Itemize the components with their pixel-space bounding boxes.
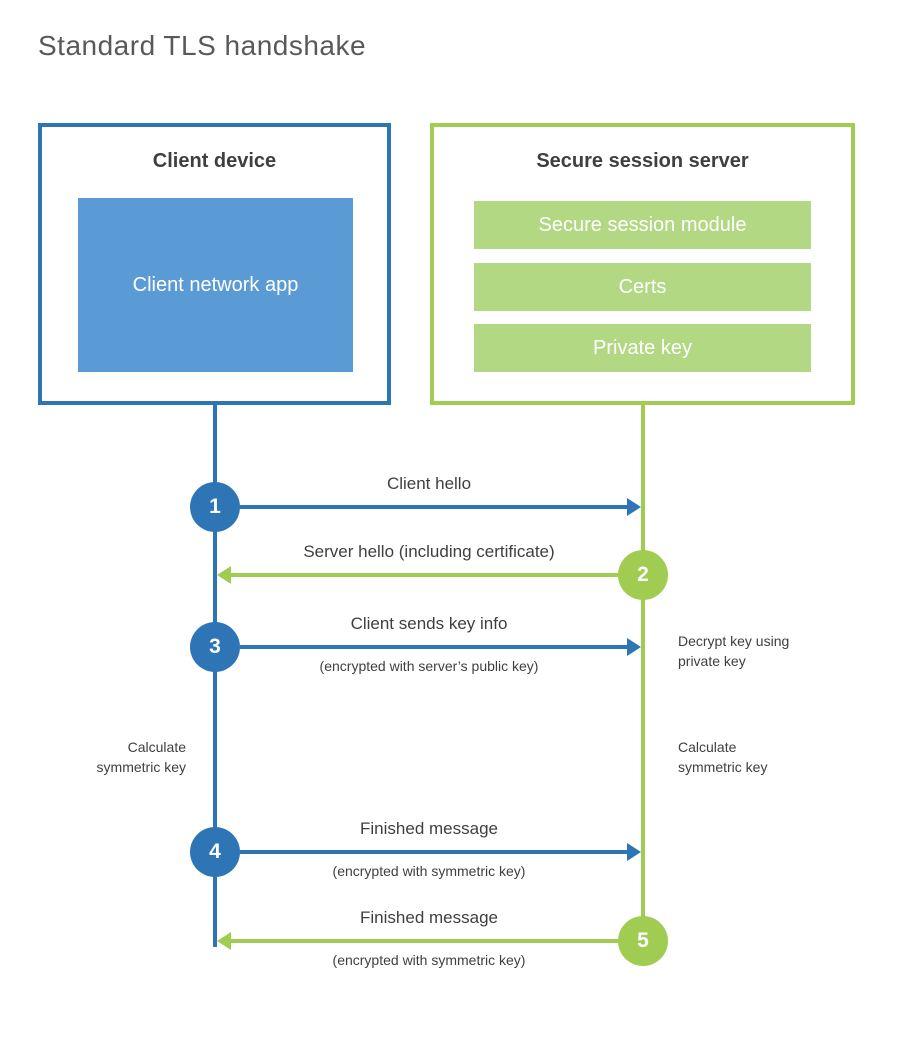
- step-4-label: Finished message: [360, 819, 498, 838]
- step-2-arrow: [231, 573, 618, 577]
- step-2-number: 2: [637, 563, 649, 586]
- step-5-sublabel: (encrypted with symmetric key): [332, 952, 526, 968]
- step-5-label: Finished message: [360, 908, 498, 927]
- step-4-sublabel: (encrypted with symmetric key): [332, 863, 526, 879]
- step-5-circle: 5: [618, 916, 668, 966]
- step-1-arrowhead-icon: [627, 498, 641, 516]
- step-5-arrowhead-icon: [217, 932, 231, 950]
- client-lifeline: [213, 405, 217, 947]
- step-4-arrow: [240, 850, 629, 854]
- private-key-bar: Private key: [474, 324, 811, 372]
- annotation-calculate-symmetric-key-server: Calculate symmetric key: [678, 739, 768, 775]
- client-network-app-label: Client network app: [132, 273, 299, 296]
- certs-bar: Certs: [474, 263, 811, 311]
- step-2-label: Server hello (including certificate): [303, 542, 555, 561]
- step-2-circle: 2: [618, 550, 668, 600]
- secure-session-server-title: Secure session server: [536, 150, 749, 172]
- server-lifeline: [641, 405, 645, 941]
- annotation-calculate-symmetric-key-client: Calculate symmetric key: [96, 739, 186, 775]
- secure-session-server-box: Secure session server Secure session mod…: [430, 123, 855, 405]
- step-1-arrow: [240, 505, 629, 509]
- step-3-sublabel: (encrypted with server’s public key): [319, 658, 539, 674]
- step-3-label: Client sends key info: [350, 614, 508, 633]
- annotation-decrypt-key: Decrypt key using private key: [678, 633, 790, 669]
- step-4-number: 4: [209, 840, 221, 863]
- step-3-arrowhead-icon: [627, 638, 641, 656]
- client-device-title: Client device: [152, 150, 277, 172]
- diagram-title: Standard TLS handshake: [38, 30, 367, 61]
- step-3-arrow: [240, 645, 629, 649]
- step-4-circle: 4: [190, 827, 240, 877]
- client-network-app-module: Client network app: [78, 198, 353, 372]
- step-1-number: 1: [209, 495, 221, 518]
- step-3-circle: 3: [190, 622, 240, 672]
- step-5-number: 5: [637, 929, 649, 952]
- step-2-arrowhead-icon: [217, 566, 231, 584]
- secure-session-module-bar: Secure session module: [474, 201, 811, 249]
- step-5-arrow: [231, 939, 618, 943]
- client-device-box: Client device Client network app: [38, 123, 391, 405]
- step-4-arrowhead-icon: [627, 843, 641, 861]
- step-1-circle: 1: [190, 482, 240, 532]
- step-3-number: 3: [209, 635, 221, 658]
- step-1-label: Client hello: [386, 474, 472, 493]
